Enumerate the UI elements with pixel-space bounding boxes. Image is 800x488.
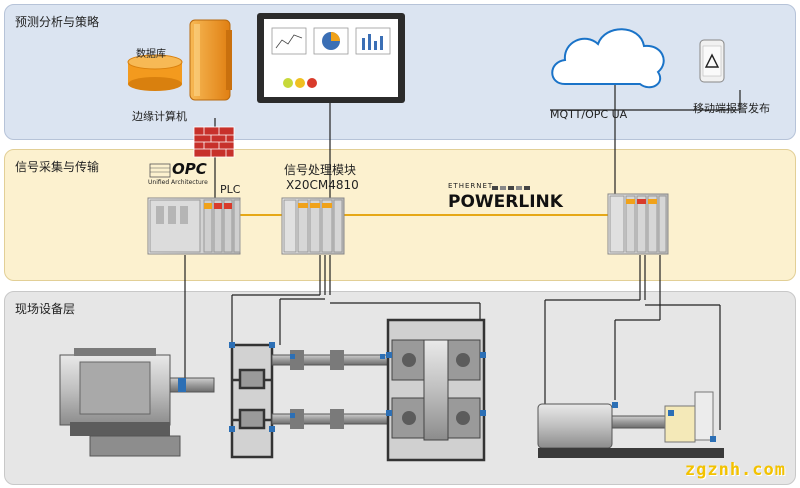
module-model: X20CM4810 [286, 178, 359, 192]
mobile-phone-icon [699, 39, 725, 83]
motor-left [59, 348, 215, 457]
field-layer-title: 现场设备层 [15, 302, 76, 316]
signal-layer-title: 信号采集与传输 [15, 160, 100, 174]
powerlink-logo [492, 186, 530, 190]
signal-module [281, 197, 345, 255]
mobile-alarm-label: 移动端报警发布 [693, 102, 770, 115]
bearing-housing [386, 318, 486, 462]
hmi-monitor-icon [257, 13, 405, 103]
ethernet-label: ETHERNET [448, 182, 494, 190]
plc-label: PLC [220, 183, 241, 196]
remote-io-module [607, 193, 669, 255]
sensor-markers-gearbox [229, 342, 275, 432]
analysis-layer-title: 预测分析与策略 [15, 15, 100, 29]
opc-subtitle: Unified Architecture [148, 179, 208, 186]
firewall-icon [193, 126, 235, 158]
connection-lines [184, 84, 741, 430]
powerlink-label: POWERLINK [448, 192, 563, 212]
database-icon [127, 54, 183, 91]
edge-computer-label: 边缘计算机 [132, 110, 187, 123]
drive-shafts [271, 350, 393, 429]
module-title: 信号处理模块 [284, 163, 357, 177]
watermark: zgznh.com [684, 460, 786, 480]
edge-computer-icon [189, 19, 232, 101]
gearbox-frame [230, 343, 274, 459]
opc-logo [149, 163, 171, 178]
opc-logo-text: OPC [172, 160, 207, 178]
database-label: 数据库 [136, 49, 166, 60]
plc-rack [147, 197, 241, 255]
cloud-icon [551, 28, 665, 89]
cloud-protocol-label: MQTT/OPC UA [550, 108, 628, 121]
pump-motor [537, 391, 724, 458]
